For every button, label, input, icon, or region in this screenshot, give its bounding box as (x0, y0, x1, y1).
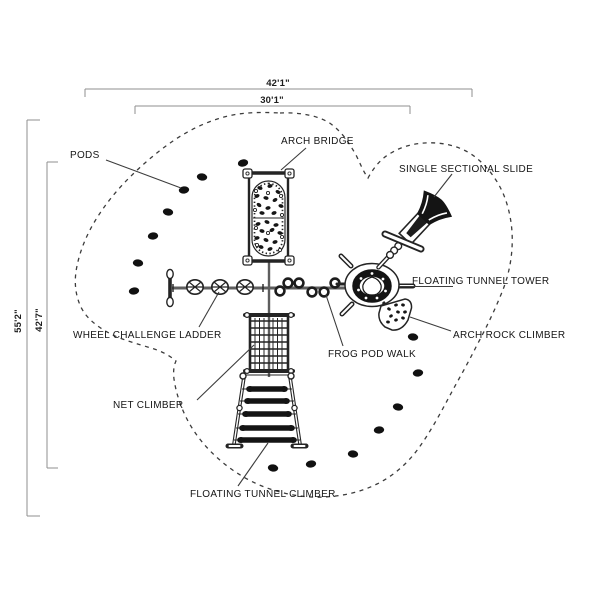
floating-tunnel-climber-label: FLOATING TUNNEL CLIMBER (190, 489, 336, 500)
net-climber-leader (196, 344, 255, 401)
arch-rock-climber-drawing (378, 298, 413, 331)
frog-pod-walk-drawing (274, 277, 341, 298)
single-sectional-slide-drawing (376, 190, 453, 270)
dimension-inner-width-label: 30'1" (260, 95, 284, 106)
frog-pod-walk-label: FROG POD WALK (328, 349, 416, 360)
use-zone-boundary (74, 111, 513, 498)
arch-bridge-label: ARCH BRIDGE (281, 136, 354, 147)
wheel-ladder-leader (198, 291, 220, 328)
tower-scallops (357, 272, 387, 300)
arch-rock-climber-label: ARCH ROCK CLIMBER (453, 330, 565, 341)
dimension-overall-depth: 55'2" (13, 119, 40, 517)
arch-bridge-leader (280, 147, 307, 171)
dimension-overall-depth-label: 55'2" (13, 309, 24, 333)
net-climber-drawing (243, 312, 295, 377)
dimension-inner-width: 30'1" (134, 95, 411, 114)
wheel-challenge-ladder-label: WHEEL CHALLENGE LADDER (73, 330, 222, 341)
dimension-inner-depth: 42'7" (34, 161, 58, 469)
leader-lines (105, 147, 453, 487)
floating-tunnel-climber-drawing (225, 372, 309, 449)
dimension-inner-depth-label: 42'7" (34, 308, 45, 332)
pods-leader (105, 159, 182, 189)
frog-pod-walk-leader (325, 294, 344, 347)
dimension-overall-width: 42'1" (84, 78, 473, 97)
pods-label: PODS (70, 150, 100, 161)
tunnel-climber-leader (237, 442, 269, 487)
slide-leader (433, 173, 453, 198)
dimension-overall-width-label: 42'1" (266, 78, 290, 89)
pods-dots (128, 159, 424, 472)
net-climber-label: NET CLIMBER (113, 400, 183, 411)
floating-tunnel-tower-drawing (335, 253, 416, 317)
arch-bridge-holds (254, 184, 284, 251)
arch-bridge-small-holds (252, 188, 285, 253)
arch-bridge-drawing (242, 168, 295, 316)
single-sectional-slide-label: SINGLE SECTIONAL SLIDE (399, 164, 533, 175)
floating-tunnel-tower-label: FLOATING TUNNEL TOWER (412, 276, 549, 287)
rock-climber-leader (409, 316, 452, 332)
arch-rock-climber-holds (386, 303, 407, 324)
